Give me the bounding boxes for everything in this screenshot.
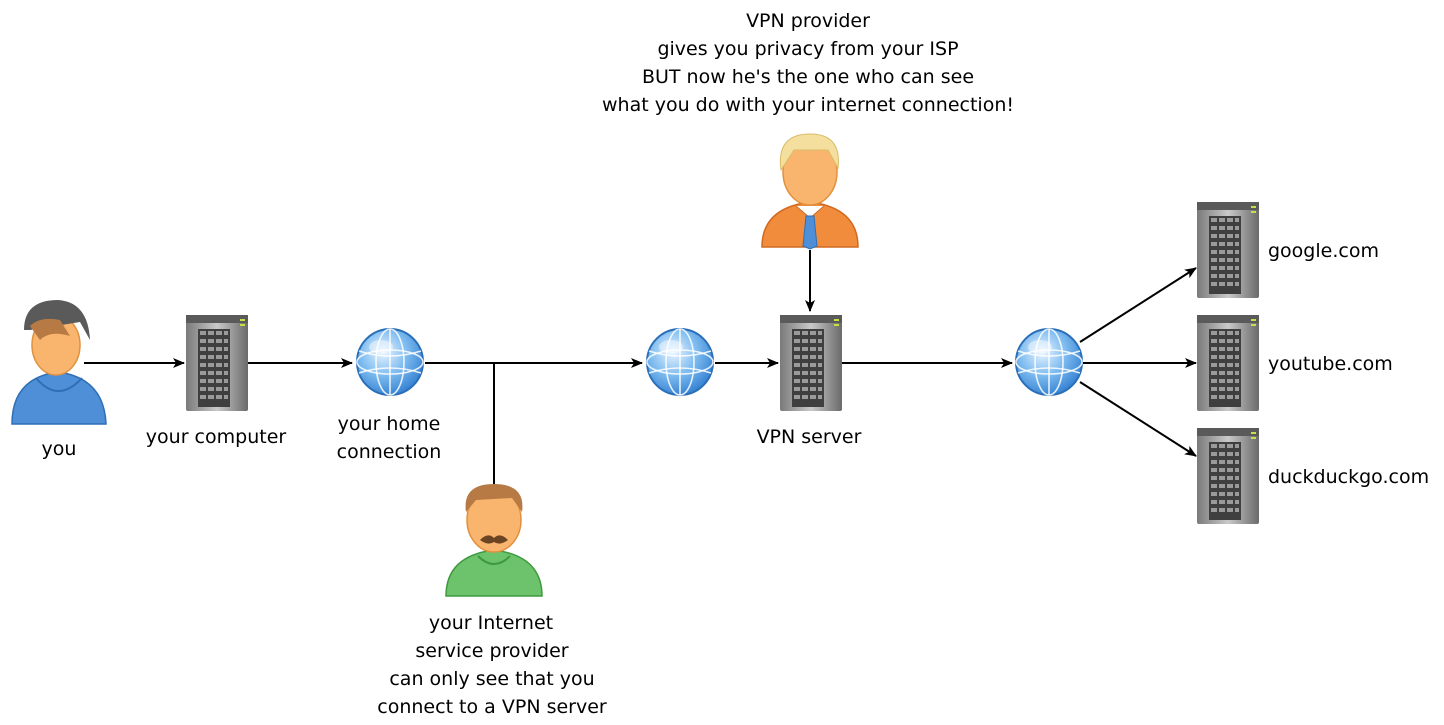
you-label: you xyxy=(42,438,77,460)
computer-node: your computer xyxy=(146,315,287,448)
globe-icon xyxy=(646,328,714,396)
server-tower-icon xyxy=(780,315,842,411)
businessman-icon xyxy=(761,133,859,250)
connectors xyxy=(84,250,1197,486)
server-tower-icon xyxy=(1197,428,1259,524)
globe-icon xyxy=(1015,328,1083,396)
mustache-man-icon xyxy=(445,484,543,597)
server-tower-icon xyxy=(1197,315,1259,411)
site-duckduckgo: duckduckgo.com xyxy=(1197,428,1429,524)
isp-text-line3: can only see that you xyxy=(389,668,594,690)
you-node: you xyxy=(11,300,107,460)
isp-text-line1: your Internet xyxy=(429,612,553,634)
computer-label: your computer xyxy=(146,426,287,448)
globe-icon xyxy=(356,328,424,396)
isp-node: your Internet service provider can only … xyxy=(377,484,607,718)
internet-to-google-arrow xyxy=(1079,267,1197,343)
site-label-google: google.com xyxy=(1268,240,1379,262)
server-tower-icon xyxy=(186,315,248,411)
vpn-server-node: VPN server xyxy=(757,315,862,448)
site-label-duckduckgo: duckduckgo.com xyxy=(1268,466,1429,488)
home-connection-node: your home connection xyxy=(337,328,442,463)
internet-globe-node xyxy=(1015,328,1083,396)
vpn-provider-text-line1: VPN provider xyxy=(746,10,870,32)
vpn-provider-text-line2: gives you privacy from your ISP xyxy=(657,38,958,60)
internet-to-duckduckgo-arrow xyxy=(1079,381,1197,457)
isp-text-line4: connect to a VPN server xyxy=(377,696,607,718)
site-google: google.com xyxy=(1197,202,1379,298)
vpn-provider-text-line3: BUT now he's the one who can see xyxy=(642,66,974,88)
home-connection-label-line1: your home xyxy=(338,413,441,435)
server-tower-icon xyxy=(1197,202,1259,298)
vpn-globe-node xyxy=(646,328,714,396)
vpn-provider-text-line4: what you do with your internet connectio… xyxy=(602,94,1014,116)
site-youtube: youtube.com xyxy=(1197,315,1393,411)
vpn-server-label: VPN server xyxy=(757,426,862,448)
home-connection-label-line2: connection xyxy=(337,441,442,463)
site-label-youtube: youtube.com xyxy=(1268,353,1393,375)
vpn-provider-node: VPN provider gives you privacy from your… xyxy=(602,10,1014,250)
isp-text-line2: service provider xyxy=(415,640,568,662)
teen-user-icon xyxy=(11,300,107,425)
